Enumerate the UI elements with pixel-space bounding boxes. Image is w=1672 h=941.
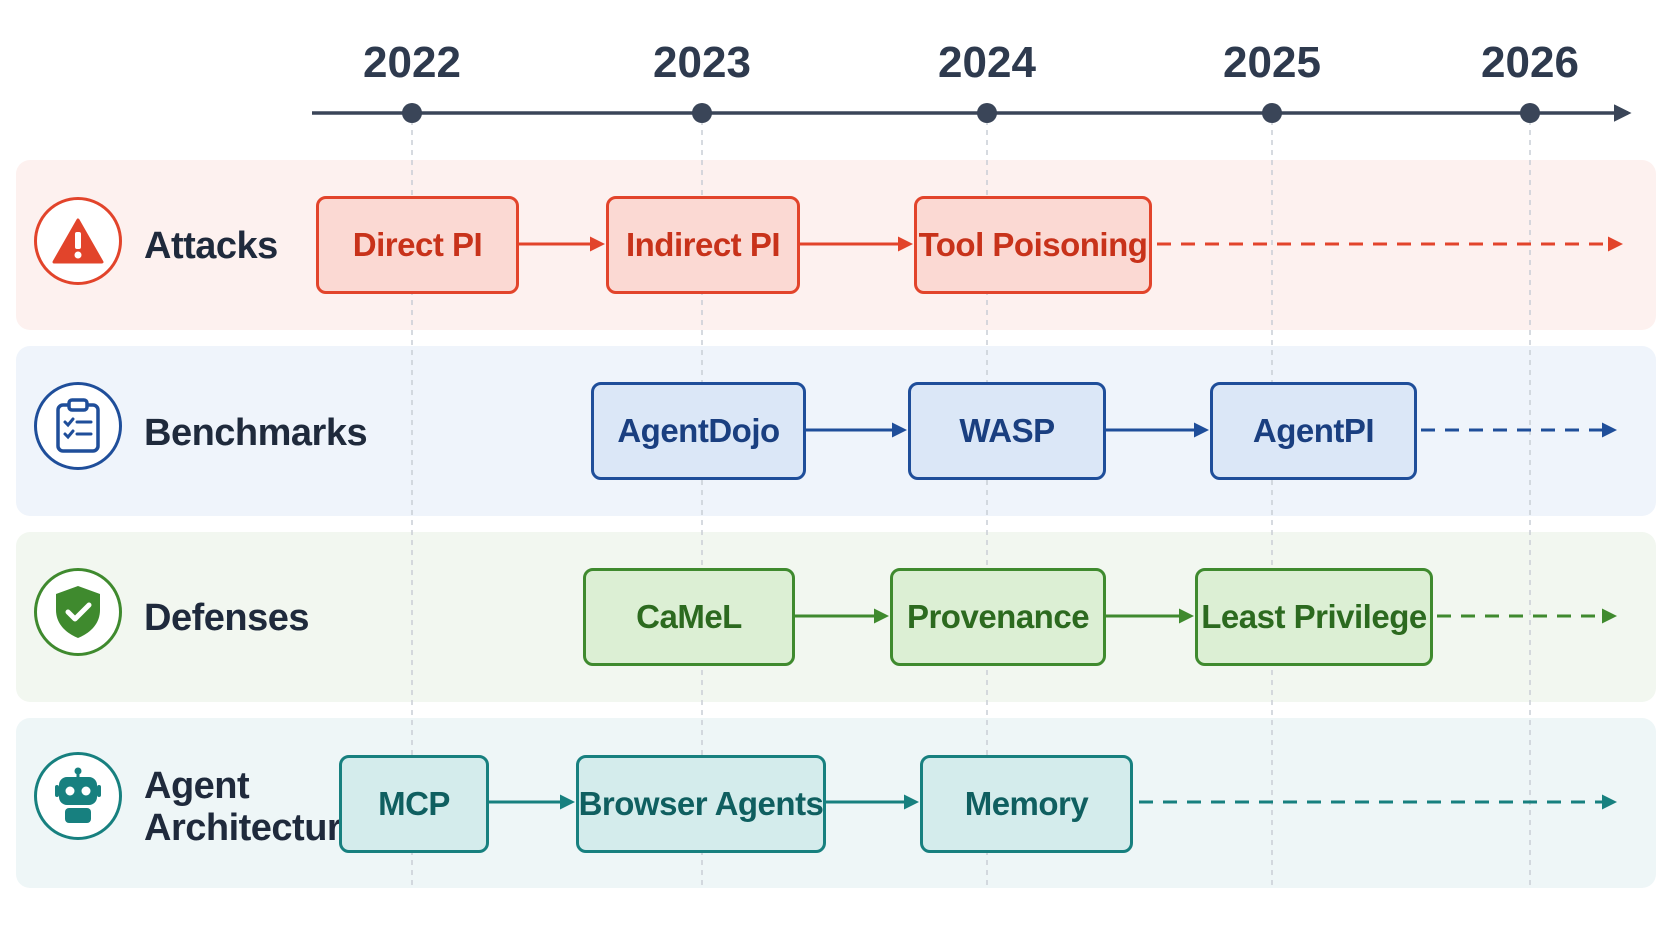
node-wasp: WASP xyxy=(908,382,1106,480)
year-label-2022: 2022 xyxy=(363,38,461,87)
year-dot-2026 xyxy=(1520,103,1540,123)
node-indirect-pi: Indirect PI xyxy=(606,196,800,294)
lane-label-benchmarks: Benchmarks xyxy=(144,412,368,454)
node-agentdojo: AgentDojo xyxy=(591,382,806,480)
warning-icon xyxy=(34,197,122,285)
year-label-2026: 2026 xyxy=(1481,38,1579,87)
year-dot-2022 xyxy=(402,103,422,123)
node-least-privilege: Least Privilege xyxy=(1195,568,1433,666)
year-label-2025: 2025 xyxy=(1223,38,1321,87)
clipboard-checklist-icon xyxy=(34,382,122,470)
node-tool-poisoning: Tool Poisoning xyxy=(914,196,1152,294)
node-browser-agents: Browser Agents xyxy=(576,755,826,853)
year-label-2024: 2024 xyxy=(938,38,1036,87)
node-camel: CaMeL xyxy=(583,568,795,666)
node-memory: Memory xyxy=(920,755,1133,853)
node-mcp: MCP xyxy=(339,755,489,853)
node-provenance: Provenance xyxy=(890,568,1106,666)
robot-icon xyxy=(34,752,122,840)
node-agentpi: AgentPI xyxy=(1210,382,1417,480)
lane-label-defenses: Defenses xyxy=(144,597,309,639)
year-dot-2025 xyxy=(1262,103,1282,123)
year-label-2023: 2023 xyxy=(653,38,751,87)
shield-check-icon xyxy=(34,568,122,656)
node-direct-pi: Direct PI xyxy=(316,196,519,294)
lane-label-attacks: Attacks xyxy=(144,225,278,267)
year-dot-2023 xyxy=(692,103,712,123)
year-dot-2024 xyxy=(977,103,997,123)
